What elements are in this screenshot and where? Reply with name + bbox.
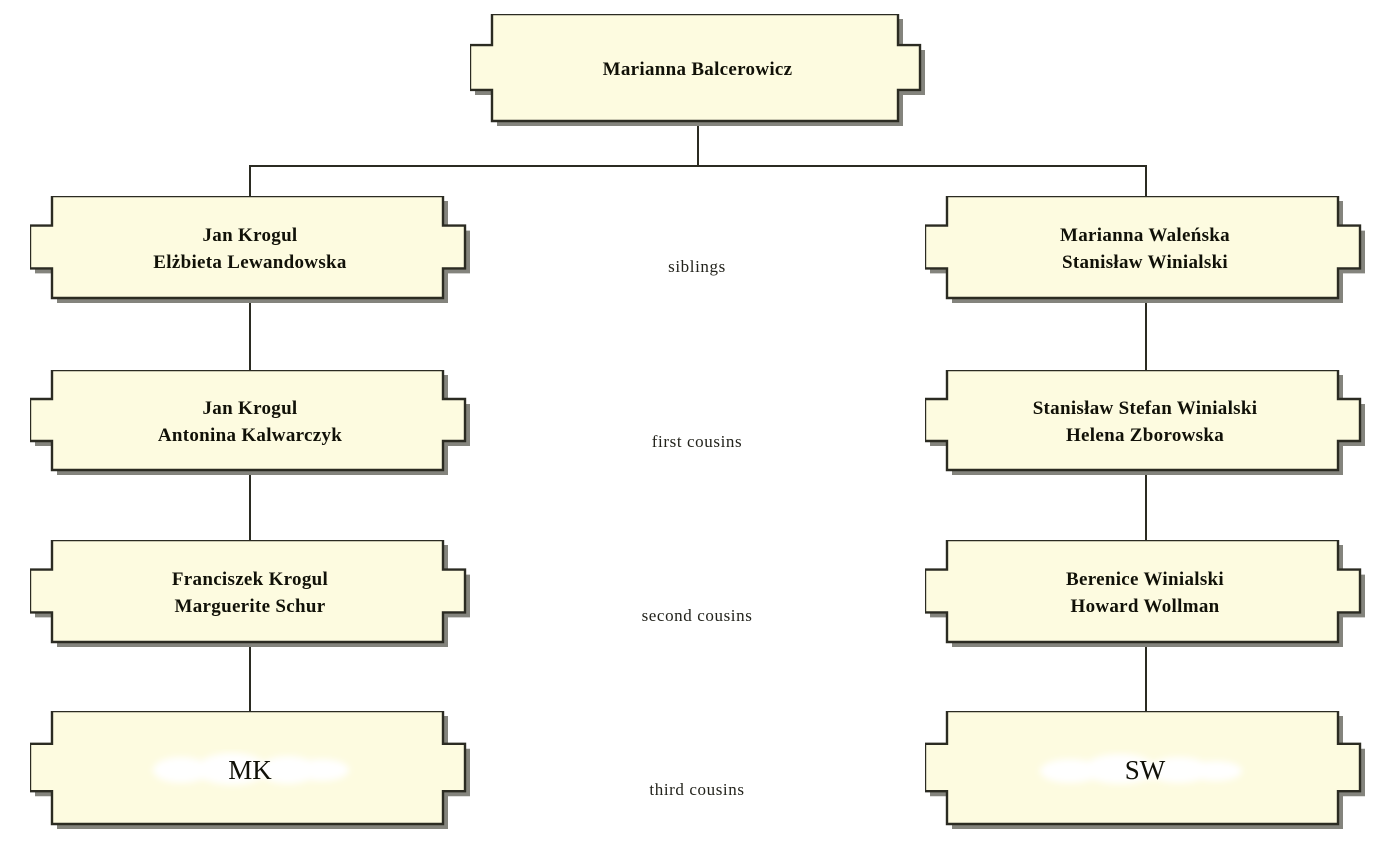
node-plate [925,196,1365,303]
person-node-label: Marianna Balcerowicz [470,14,925,126]
person-name-line: Marianna Waleńska [1060,224,1230,246]
person-node-label: SW [925,711,1365,829]
connector-left-3-4 [249,647,251,711]
connector-sibling-bar [250,165,1147,167]
person-name-line: Stanisław Stefan Winialski [1032,397,1258,419]
person-name-line: Berenice Winialski [1066,568,1224,590]
person-name-line: Helena Zborowska [1065,424,1225,446]
node-plate [30,370,470,475]
person-name-line: Elżbieta Lewandowska [153,251,347,273]
node-plate [925,370,1365,475]
person-name-line: Jan Krogul [202,224,298,246]
person-node-left-4[interactable]: MK [30,711,470,829]
connector-root-stem [697,126,699,166]
person-name-line: Franciszek Krogul [171,568,329,590]
node-plate [470,14,925,126]
person-name-line: MK [228,754,272,785]
person-name-line: Antonina Kalwarczyk [157,424,343,446]
connector-left-1-2 [249,303,251,370]
person-name-line: Jan Krogul [202,397,298,419]
person-node-root[interactable]: Marianna Balcerowicz [470,14,925,126]
person-node-label: MK [30,711,470,829]
node-plate [30,540,470,647]
connector-right-2-3 [1145,475,1147,540]
node-plate [925,540,1365,647]
person-node-right-4[interactable]: SW [925,711,1365,829]
connector-bar-to-right [1145,165,1147,196]
person-name-line: SW [1124,754,1166,785]
connector-right-3-4 [1145,647,1147,711]
person-name-line: Howard Wollman [1070,595,1220,617]
relationship-label-second-cousins: second cousins [641,606,753,625]
person-name-line: Stanisław Winialski [1061,251,1229,273]
relationship-label-third-cousins: third cousins [649,780,745,799]
connector-bar-to-left [249,165,251,196]
relationship-label-first-cousins: first cousins [651,432,743,451]
node-plate [30,196,470,303]
person-name-line: Marguerite Schur [174,595,326,617]
person-name-line: Marianna Balcerowicz [602,58,793,80]
connector-right-1-2 [1145,303,1147,370]
connector-left-2-3 [249,475,251,540]
relationship-label-siblings: siblings [668,257,726,276]
